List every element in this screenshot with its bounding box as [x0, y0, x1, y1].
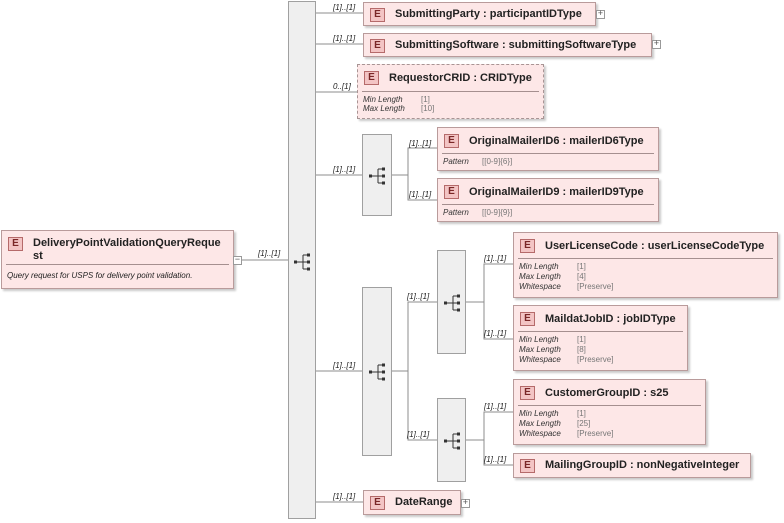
facet-label: Max Length — [519, 272, 561, 281]
facet-label: Whitespace — [519, 355, 561, 364]
facet-label: Min Length — [519, 262, 559, 271]
element-icon: E — [520, 239, 535, 253]
mailing-group-id-name: MailingGroupID : nonNegativeInteger — [545, 459, 740, 471]
separator — [442, 204, 654, 205]
requestor-crid-element[interactable]: E RequestorCRID : CRIDType Min Length [1… — [357, 64, 544, 119]
maildat-job-id-cardinality: [1]..[1] — [484, 329, 507, 338]
collapse-icon[interactable]: − — [233, 255, 242, 265]
element-icon: E — [444, 185, 459, 199]
sequence-a-compositor[interactable] — [437, 250, 466, 354]
element-icon: E — [370, 496, 385, 510]
facet-label: Max Length — [363, 104, 405, 113]
sequence-icon — [369, 363, 385, 381]
date-range-cardinality: [1]..[1] — [333, 492, 356, 501]
sequence-b-cardinality: [1]..[1] — [407, 430, 430, 439]
user-license-code-name: UserLicenseCode : userLicenseCodeType — [545, 240, 765, 252]
facet-label: Whitespace — [519, 429, 561, 438]
maildat-job-id-name: MaildatJobID : jobIDType — [545, 313, 676, 325]
original-mailer-id6-element[interactable]: E OriginalMailerID6 : mailerID6Type Patt… — [437, 127, 659, 171]
sequence-icon — [444, 294, 460, 312]
facet-value: [1] — [421, 95, 430, 104]
original-mailer-id6-cardinality: [1]..[1] — [409, 139, 432, 148]
element-icon: E — [364, 71, 379, 85]
original-mailer-id6-name: OriginalMailerID6 : mailerID6Type — [469, 135, 644, 147]
facet-label: Max Length — [519, 345, 561, 354]
separator — [442, 153, 654, 154]
separator — [518, 331, 683, 332]
facet-value: [Preserve] — [577, 429, 614, 438]
customer-group-id-cardinality: [1]..[1] — [484, 402, 507, 411]
submitting-software-cardinality: [1]..[1] — [333, 34, 356, 43]
facet-label: Min Length — [519, 335, 559, 344]
requestor-crid-cardinality: 0..[1] — [333, 82, 351, 91]
choice2-compositor[interactable] — [362, 287, 392, 456]
facet-value: [Preserve] — [577, 282, 614, 291]
root-element-name-line2: st — [33, 250, 43, 262]
user-license-code-cardinality: [1]..[1] — [484, 254, 507, 263]
root-element-box[interactable]: E DeliveryPointValidationQueryReque st Q… — [1, 230, 234, 289]
element-icon: E — [444, 134, 459, 148]
date-range-name: DateRange — [395, 496, 453, 508]
date-range-element[interactable]: E DateRange — [363, 490, 461, 515]
submitting-party-cardinality: [1]..[1] — [333, 3, 356, 12]
original-mailer-id9-element[interactable]: E OriginalMailerID9 : mailerID9Type Patt… — [437, 178, 659, 222]
root-documentation: Query request for USPS for delivery poin… — [7, 271, 193, 280]
root-element-name-line1: DeliveryPointValidationQueryReque — [33, 237, 221, 249]
sequence-a-cardinality: [1]..[1] — [407, 292, 430, 301]
facet-label: Pattern — [443, 208, 469, 217]
expand-icon[interactable]: + — [652, 39, 661, 49]
facet-label: Max Length — [519, 419, 561, 428]
facet-label: Min Length — [363, 95, 403, 104]
customer-group-id-element[interactable]: E CustomerGroupID : s25 Min Length [1] M… — [513, 379, 706, 445]
facet-value: [[0-9]{9}] — [482, 208, 513, 217]
facet-value: [10] — [421, 104, 435, 113]
choice2-cardinality: [1]..[1] — [333, 361, 356, 370]
facet-value: [1] — [577, 335, 586, 344]
submitting-party-element[interactable]: E SubmittingParty : participantIDType — [363, 2, 596, 26]
expand-icon[interactable]: + — [461, 498, 470, 508]
mailing-group-id-element[interactable]: E MailingGroupID : nonNegativeInteger — [513, 453, 751, 478]
facet-value: [1] — [577, 409, 586, 418]
mailing-group-id-cardinality: [1]..[1] — [484, 455, 507, 464]
separator — [518, 258, 773, 259]
main-sequence-compositor[interactable] — [288, 1, 316, 519]
element-icon: E — [520, 312, 535, 326]
facet-label: Pattern — [443, 157, 469, 166]
expand-icon[interactable]: + — [596, 9, 605, 19]
submitting-software-name: SubmittingSoftware : submittingSoftwareT… — [395, 39, 637, 51]
facet-value: [1] — [577, 262, 586, 271]
sequence-icon — [369, 167, 385, 185]
separator — [362, 91, 539, 92]
choice1-cardinality: [1]..[1] — [333, 165, 356, 174]
facet-value: [Preserve] — [577, 355, 614, 364]
original-mailer-id9-cardinality: [1]..[1] — [409, 190, 432, 199]
maildat-job-id-element[interactable]: E MaildatJobID : jobIDType Min Length [1… — [513, 305, 688, 371]
element-icon: E — [370, 39, 385, 53]
user-license-code-element[interactable]: E UserLicenseCode : userLicenseCodeType … — [513, 232, 778, 298]
submitting-party-name: SubmittingParty : participantIDType — [395, 8, 582, 20]
sequence-icon — [294, 253, 310, 271]
separator — [518, 405, 701, 406]
facet-value: [4] — [577, 272, 586, 281]
sequence-b-compositor[interactable] — [437, 398, 466, 482]
element-icon: E — [520, 459, 535, 473]
sequence-icon — [444, 432, 460, 450]
element-icon: E — [370, 8, 385, 22]
element-icon: E — [8, 237, 23, 251]
facet-value: [[0-9]{6}] — [482, 157, 513, 166]
submitting-software-element[interactable]: E SubmittingSoftware : submittingSoftwar… — [363, 33, 652, 57]
facet-value: [8] — [577, 345, 586, 354]
requestor-crid-name: RequestorCRID : CRIDType — [389, 72, 532, 84]
choice1-compositor[interactable] — [362, 134, 392, 216]
original-mailer-id9-name: OriginalMailerID9 : mailerID9Type — [469, 186, 644, 198]
element-icon: E — [520, 386, 535, 400]
separator — [6, 264, 229, 265]
root-cardinality: [1]..[1] — [258, 249, 281, 258]
facet-label: Whitespace — [519, 282, 561, 291]
customer-group-id-name: CustomerGroupID : s25 — [545, 387, 669, 399]
facet-value: [25] — [577, 419, 591, 428]
facet-label: Min Length — [519, 409, 559, 418]
